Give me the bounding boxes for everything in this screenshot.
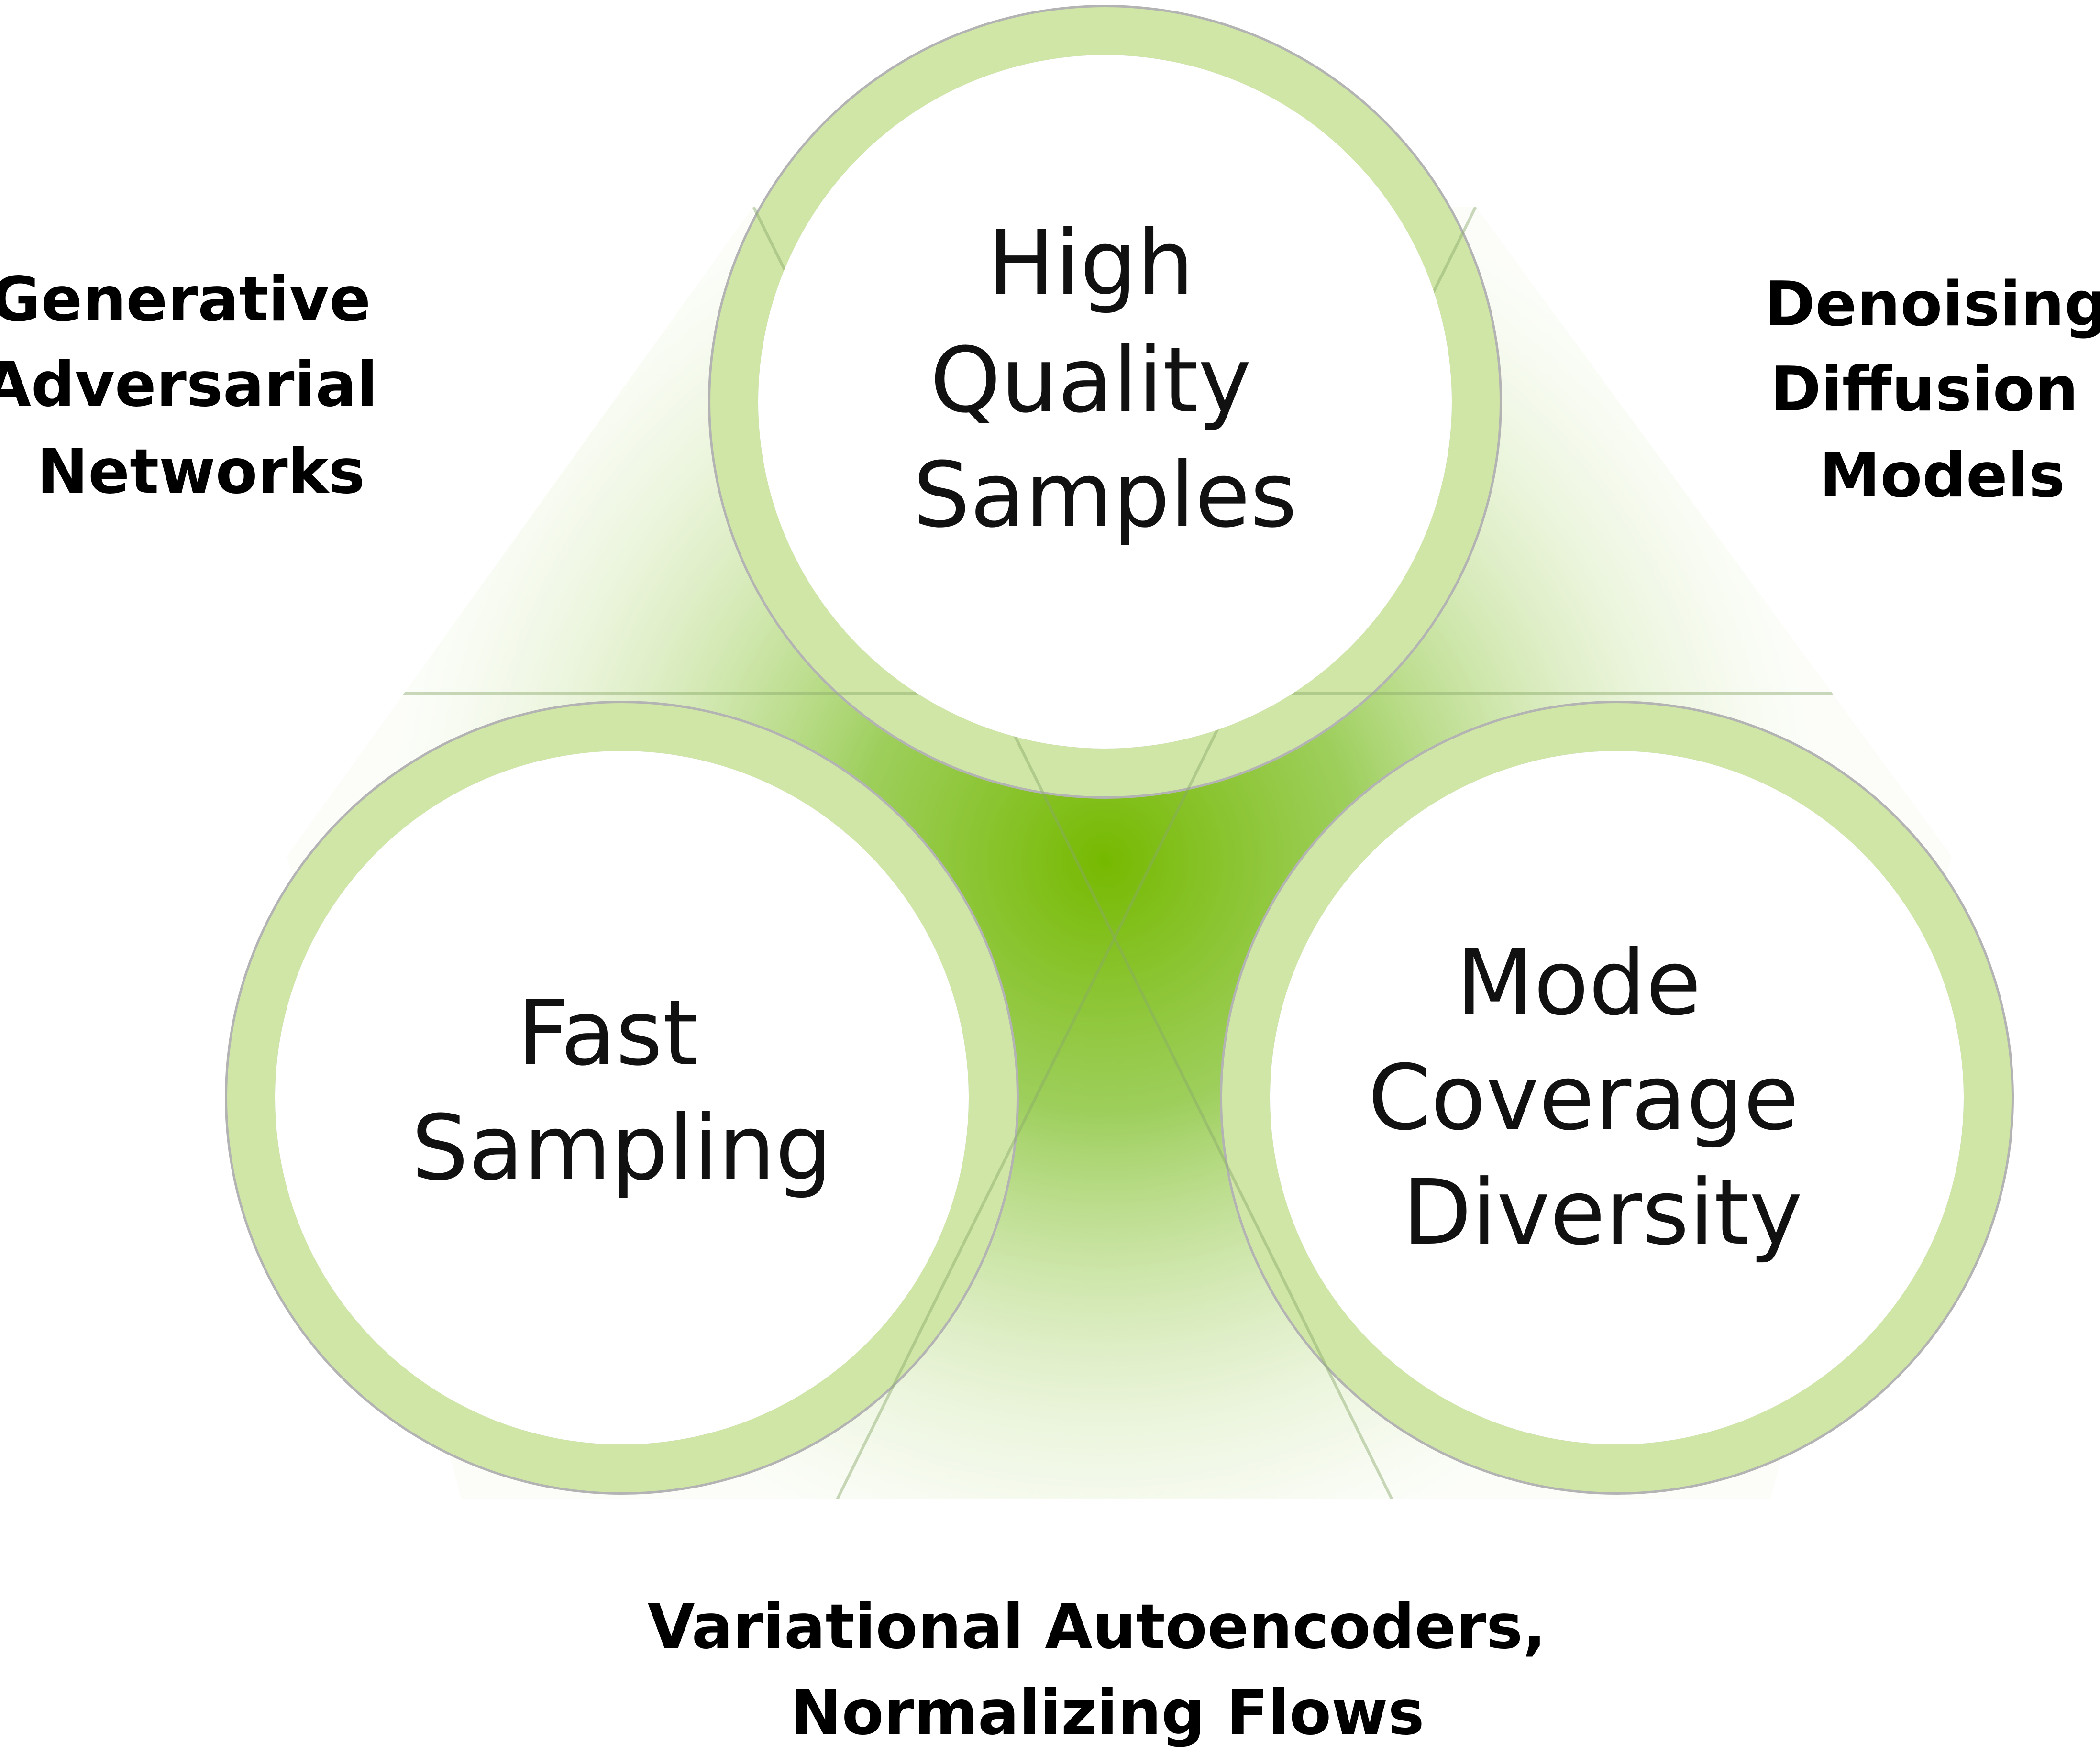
vae-flows-line-1: Variational Autoencoders, xyxy=(648,1591,1546,1663)
gan-line-1: Generative xyxy=(0,264,371,335)
left-circle-line-1: Fast xyxy=(517,981,698,1086)
diffusion-line-1: Denoising xyxy=(1764,269,2100,340)
left-circle-line-2: Sampling xyxy=(411,1096,832,1201)
diffusion-line-3: Models xyxy=(1819,440,2065,511)
top-circle-line-2: Quality xyxy=(930,328,1251,433)
vae-flows-label: Variational Autoencoders, Normalizing Fl… xyxy=(648,1591,1568,1749)
top-ring-band xyxy=(710,7,1500,796)
left-ring-band xyxy=(227,703,1017,1492)
left-circle-label: Fast Sampling xyxy=(411,981,832,1201)
right-circle xyxy=(1270,751,1964,1444)
top-circle-line-1: High xyxy=(987,211,1194,316)
vae-flows-line-2: Normalizing Flows xyxy=(790,1677,1424,1749)
left-circle xyxy=(275,751,969,1444)
right-circle-line-2: Coverage xyxy=(1368,1046,1799,1150)
right-ring-band xyxy=(1222,703,2012,1492)
top-circle-line-3: Samples xyxy=(913,443,1297,548)
right-circle-line-1: Mode xyxy=(1456,931,1701,1036)
right-circle-line-3: Diversity xyxy=(1403,1160,1802,1265)
top-circle xyxy=(758,55,1452,749)
diffusion-label: Denoising Diffusion Models xyxy=(1764,269,2100,511)
gan-label: Generative Adversarial Networks xyxy=(0,264,399,507)
right-circle-label: Mode Coverage Diversity xyxy=(1368,931,1827,1265)
gan-line-2: Adversarial xyxy=(0,349,378,420)
diffusion-line-2: Diffusion xyxy=(1770,354,2078,425)
circle-rings xyxy=(225,5,2014,1495)
gan-line-3: Networks xyxy=(37,436,365,507)
top-circle-label: High Quality Samples xyxy=(913,211,1297,548)
